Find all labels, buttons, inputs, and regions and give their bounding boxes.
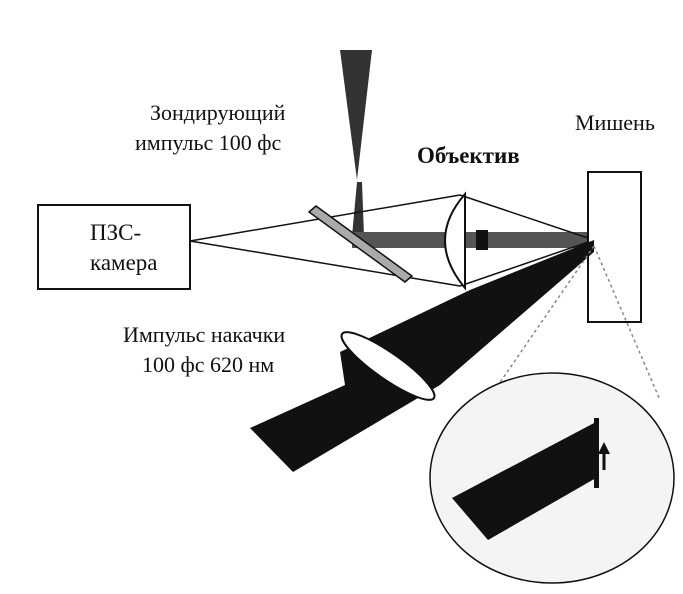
objective-label: Объектив (417, 143, 520, 168)
target-plate (587, 171, 642, 323)
imaging-ray-lower (189, 240, 461, 287)
zoom-guide-right (593, 245, 661, 401)
focus-ray-upper (459, 194, 595, 241)
probe-beam-horizontal (352, 232, 590, 248)
pump-pulse-label-line1: Импульс накачки (123, 322, 285, 347)
beam-splitter-plate (307, 205, 414, 283)
probe-beam-cone-top (340, 50, 372, 180)
target-label: Мишень (575, 110, 655, 135)
pump-beam (250, 240, 594, 472)
zoom-pump-beam (452, 422, 596, 540)
ccd-camera-box (37, 204, 191, 290)
ccd-camera-label-line1: ПЗС- (90, 220, 141, 245)
probe-pulse-label-line2: импульс 100 фс (135, 130, 282, 155)
focus-ray-lower (459, 239, 595, 287)
zoom-target-surface (594, 418, 599, 488)
probe-pulse-label-line1: Зондирующий (150, 100, 286, 125)
zoom-arrow-icon (598, 442, 610, 454)
ccd-camera-label-line2: камера (90, 250, 158, 275)
objective-lens (444, 191, 466, 291)
pump-focusing-lens (340, 331, 436, 401)
beam-block-marker (476, 230, 488, 250)
pump-pulse-label-line2: 100 фс 620 нм (142, 352, 274, 377)
probe-beam-cone-bottom (352, 182, 364, 236)
